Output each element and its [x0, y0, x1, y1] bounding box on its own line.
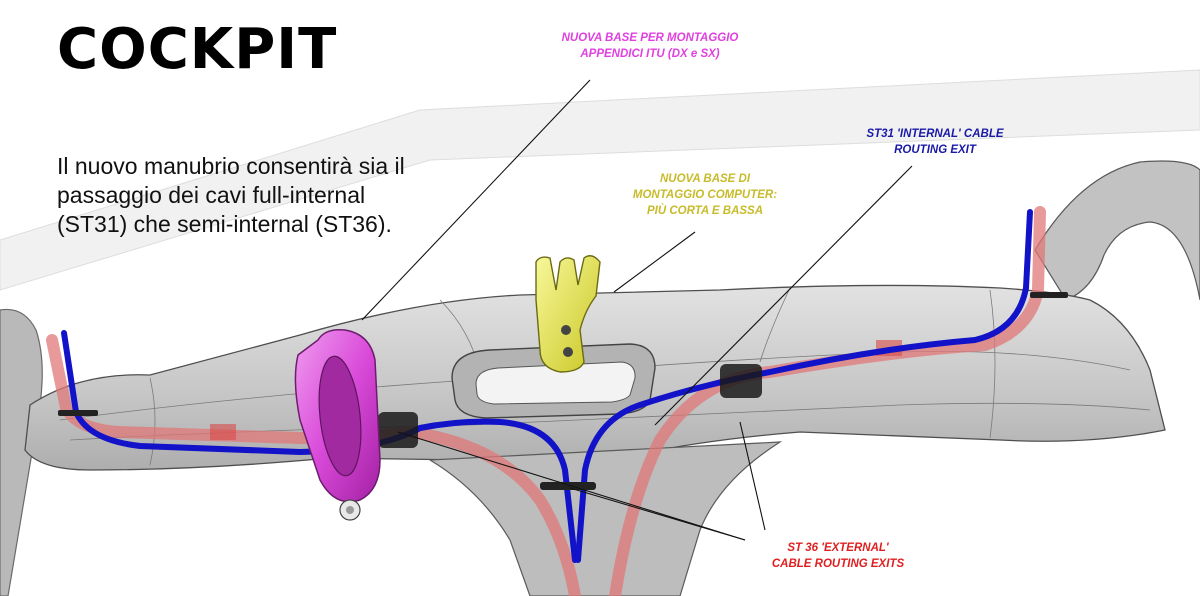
- itu-mount-label-line-2: APPENDICI ITU (DX e SX): [580, 48, 720, 60]
- page-title: COCKPIT: [57, 17, 338, 82]
- leader-itu: [361, 79, 591, 321]
- itu-mount-label: NUOVA BASE PER MONTAGGIO APPENDICI ITU (…: [520, 30, 780, 62]
- leader-external-2: [569, 487, 746, 541]
- external-exits-label-line-1: ST 36 'EXTERNAL': [787, 542, 889, 554]
- leader-lines: [361, 79, 913, 541]
- leader-computer: [613, 231, 696, 293]
- intro-line-1: Il nuovo manubrio consentirà sia il: [57, 153, 405, 179]
- st31-exit-sleeve-right: [720, 364, 762, 398]
- leader-external-3: [739, 421, 766, 531]
- center-slot-opening: [475, 361, 636, 405]
- itu-clamp: [294, 328, 381, 521]
- internal-exit-label-line-1: ST31 'INTERNAL' CABLE: [866, 128, 1004, 140]
- stem: [428, 441, 783, 596]
- internal-cable-right: [575, 209, 1033, 563]
- computer-mount-label-line-3: PIÙ CORTA E BASSA: [646, 205, 764, 217]
- internal-exit-label-line-2: ROUTING EXIT: [894, 144, 976, 156]
- itu-mount-label-line-1: NUOVA BASE PER MONTAGGIO: [561, 32, 739, 44]
- cable-marker-left: [210, 424, 236, 440]
- external-exits-label-line-2: CABLE ROUTING EXITS: [771, 558, 905, 570]
- drop-cable-slot-right: [1030, 292, 1068, 298]
- internal-exit-label: ST31 'INTERNAL' CABLE ROUTING EXIT: [810, 126, 1060, 158]
- background-frame-outline: [0, 69, 1200, 291]
- external-exits-label: ST 36 'EXTERNAL' CABLE ROUTING EXITS: [720, 540, 956, 572]
- computer-mount: [535, 255, 601, 373]
- leader-internal: [654, 165, 913, 426]
- computer-mount-label-line-2: MONTAGGIO COMPUTER:: [632, 189, 778, 201]
- leader-external-1: [397, 431, 746, 541]
- intro-line-2: passaggio dei cavi full-internal: [57, 182, 366, 208]
- drop-cable-slot-left: [58, 410, 98, 416]
- st36-exit-sleeve-left: [378, 412, 418, 448]
- computer-mount-label-line-1: NUOVA BASE DI: [659, 173, 751, 185]
- right-drop: [1034, 160, 1200, 301]
- st36-exit-slot-bottom: [540, 482, 596, 490]
- intro-line-3: (ST31) che semi-internal (ST36).: [57, 211, 392, 237]
- computer-mount-label: NUOVA BASE DI MONTAGGIO COMPUTER: PIÙ CO…: [585, 171, 825, 219]
- intro-paragraph: Il nuovo manubrio consentirà sia il pass…: [57, 152, 437, 239]
